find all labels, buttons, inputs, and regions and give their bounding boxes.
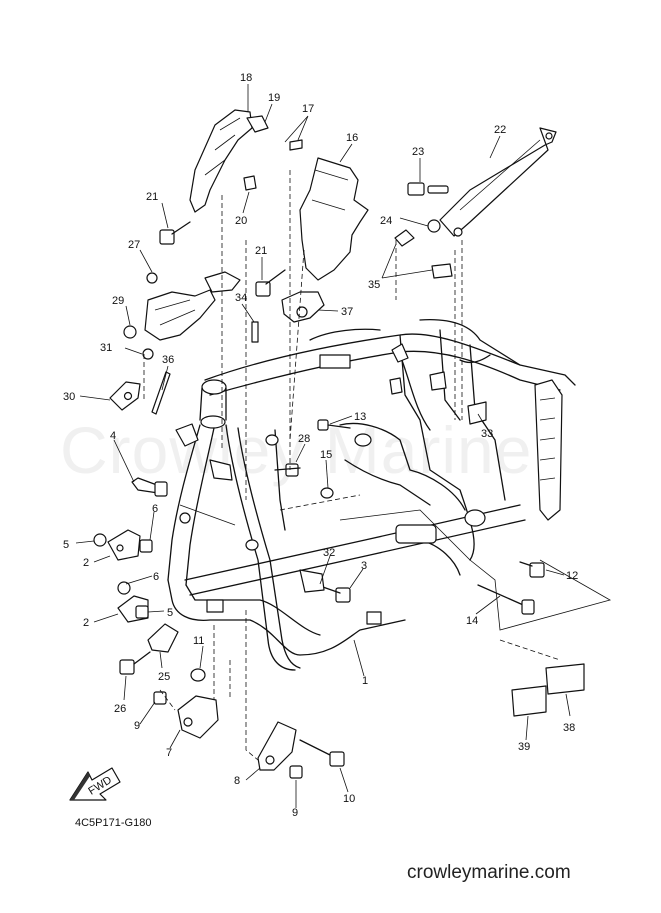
bolt-4 [131, 477, 168, 497]
main-frame [167, 319, 576, 671]
callout-35: 35 [368, 279, 380, 291]
bolt-14 [477, 584, 535, 615]
callout-5-upper: 5 [63, 539, 69, 551]
bracket-8 [257, 721, 297, 771]
bracket-25 [147, 623, 179, 653]
callout-33: 33 [481, 428, 493, 440]
callout-21-lower: 21 [255, 245, 267, 257]
callout-5-lower: 5 [167, 607, 173, 619]
callout-30: 30 [63, 391, 75, 403]
callout-9-lower: 9 [292, 807, 298, 819]
washer-15 [320, 487, 334, 499]
bolt-10 [299, 739, 345, 767]
callout-21-upper: 21 [146, 191, 158, 203]
bracket-2-upper [93, 529, 153, 561]
upper-cover-assembly [189, 109, 269, 213]
fwd-arrow-icon: FWD [69, 767, 121, 801]
side-cover [289, 139, 369, 281]
bolt-21-upper [159, 221, 191, 245]
leader-lines [75, 84, 571, 808]
bolt-13 [317, 419, 351, 431]
callout-6-lower: 6 [153, 571, 159, 583]
callout-29: 29 [112, 295, 124, 307]
callout-31: 31 [100, 342, 112, 354]
callout-1: 1 [362, 675, 368, 687]
strip-36 [151, 371, 171, 415]
bolt-21-lower [255, 269, 286, 297]
callout-24: 24 [380, 215, 392, 227]
callout-11: 11 [193, 635, 204, 647]
callout-19: 19 [268, 92, 280, 104]
callout-2-upper: 2 [83, 557, 89, 569]
callout-2-lower: 2 [83, 617, 89, 629]
bolt-9-lower [289, 765, 303, 779]
callout-15: 15 [320, 449, 332, 461]
callout-32: 32 [323, 547, 335, 559]
callout-17: 17 [302, 103, 314, 115]
diagram-code: 4C5P171-G180 [75, 817, 152, 829]
callout-36: 36 [162, 354, 174, 366]
callout-14: 14 [466, 615, 478, 627]
bolt-3 [319, 585, 351, 603]
callout-28: 28 [298, 433, 310, 445]
bolt-28 [274, 463, 301, 477]
callout-34: 34 [235, 292, 247, 304]
callout-25: 25 [158, 671, 170, 683]
footer-site-link[interactable]: crowleymarine.com [407, 862, 571, 883]
callout-13: 13 [354, 411, 366, 423]
bracket-32 [299, 569, 325, 593]
plate-33 [467, 401, 487, 425]
callout-10: 10 [343, 793, 355, 805]
callout-39: 39 [518, 741, 530, 753]
callout-6-upper: 6 [152, 503, 158, 515]
callout-9-upper: 9 [134, 720, 140, 732]
callout-8: 8 [234, 775, 240, 787]
bolt-12 [519, 561, 545, 578]
callout-27: 27 [128, 239, 140, 251]
decal-labels [511, 663, 585, 717]
pads-35 [394, 229, 453, 279]
washer-11 [190, 668, 206, 682]
callout-37: 37 [341, 306, 353, 318]
callout-3: 3 [361, 560, 367, 572]
strip-34 [251, 321, 259, 343]
callout-7: 7 [166, 747, 172, 759]
callout-4: 4 [110, 430, 116, 442]
bolt-26 [119, 651, 151, 675]
bracket-7 [177, 695, 219, 739]
alignment-lines [143, 170, 612, 761]
callout-20: 20 [235, 215, 247, 227]
callout-26: 26 [114, 703, 126, 715]
rod-22 [407, 127, 557, 237]
bracket-2-lower [117, 581, 149, 623]
callout-38: 38 [563, 722, 575, 734]
callout-16: 16 [346, 132, 358, 144]
callout-23: 23 [412, 146, 424, 158]
left-bracket-assembly [123, 271, 241, 360]
bolt-9-upper [153, 691, 167, 705]
callout-22: 22 [494, 124, 506, 136]
callout-12: 12 [566, 570, 578, 582]
callout-numbers: 1 2 2 3 4 5 5 6 6 7 8 9 9 10 11 12 13 14… [63, 72, 578, 819]
callout-18: 18 [240, 72, 252, 84]
